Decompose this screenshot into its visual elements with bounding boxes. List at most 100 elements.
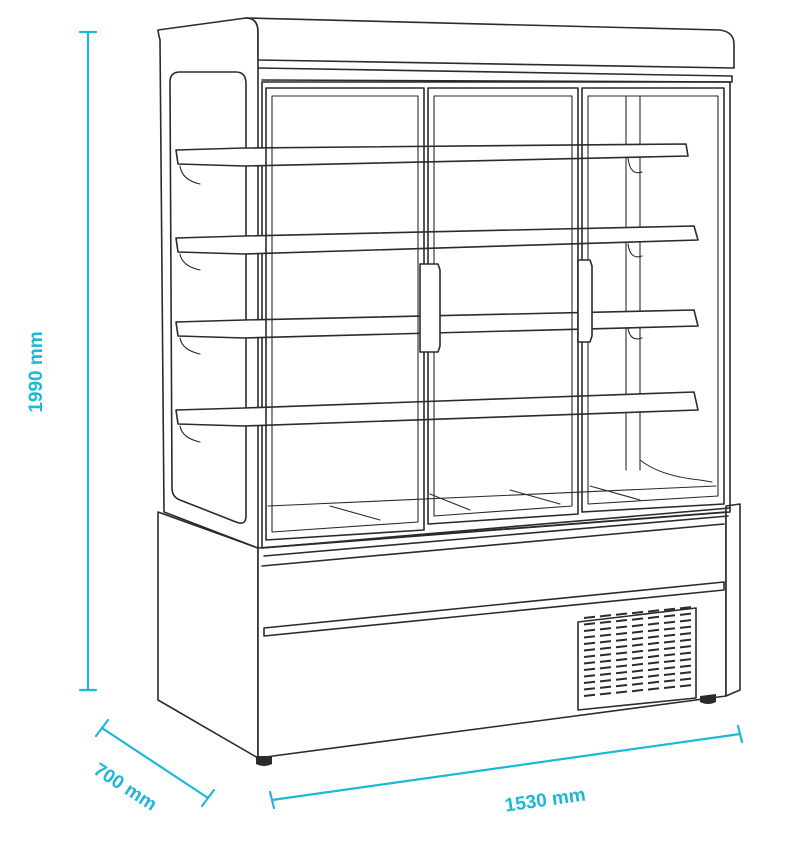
grille-slat xyxy=(679,606,692,610)
grille-slat xyxy=(631,610,644,615)
grille-slat xyxy=(599,685,612,689)
grille-slat xyxy=(599,653,612,657)
grille-slat xyxy=(679,632,692,636)
grille-slat xyxy=(615,658,628,662)
grille-slat xyxy=(583,661,596,665)
dimension-depth-label: 700 mm xyxy=(90,759,161,815)
grille-slat xyxy=(615,651,628,655)
grille-slat xyxy=(615,690,628,694)
grille-slat xyxy=(663,633,676,637)
grille-slat xyxy=(599,666,612,670)
grille-slat xyxy=(615,684,628,688)
ventilation-grille xyxy=(577,606,697,711)
base-front-panel xyxy=(257,511,727,759)
grille-slat xyxy=(615,645,628,649)
grille-slat xyxy=(663,672,676,676)
grille-slat xyxy=(647,635,660,639)
grille-slat xyxy=(679,671,692,675)
canopy-lower xyxy=(257,67,733,83)
grille-slat xyxy=(647,674,660,678)
grille-slat xyxy=(631,617,644,621)
grille-slat xyxy=(631,656,644,660)
grille-slat xyxy=(647,648,660,652)
grille-slat xyxy=(583,641,596,645)
grille-slat xyxy=(631,630,644,634)
grille-slat xyxy=(679,677,692,681)
grille-slat xyxy=(663,640,676,644)
grille-slat xyxy=(647,667,660,672)
grille-slat xyxy=(583,680,596,684)
grille-slat xyxy=(631,675,644,680)
grille-slat xyxy=(631,636,644,641)
interior-back-curve xyxy=(639,459,713,483)
grille-slat xyxy=(583,687,596,691)
grille-slat xyxy=(679,645,692,649)
grille-slat xyxy=(663,653,676,657)
grille-slat xyxy=(615,664,628,668)
base-upper-band xyxy=(261,523,725,567)
grille-slat xyxy=(663,679,676,683)
grille-slat xyxy=(599,672,612,676)
dimension-height-label: 1990 mm xyxy=(26,331,47,412)
dimension-height: 1990 mm xyxy=(26,30,98,692)
glass-doors xyxy=(265,87,725,541)
grille-slat xyxy=(599,627,612,631)
grille-slat xyxy=(615,619,628,623)
grille-slat xyxy=(647,661,660,665)
grille-slat xyxy=(679,658,692,662)
grille-slat xyxy=(631,669,644,673)
grille-slat xyxy=(647,615,660,620)
left-side-frame xyxy=(157,17,259,549)
grille-slat xyxy=(615,632,628,636)
grille-slat xyxy=(631,682,644,686)
grille-slat xyxy=(663,614,676,618)
grille-slat xyxy=(583,615,596,619)
foot-right xyxy=(700,694,716,704)
door-bottom-rail xyxy=(261,507,731,557)
base-right-edge xyxy=(725,503,741,697)
base-side-panel xyxy=(157,511,259,759)
grille-slat xyxy=(583,654,596,658)
grille-slat xyxy=(663,666,676,670)
grille-slat xyxy=(679,664,692,668)
grille-slat xyxy=(615,612,628,616)
grille-slat xyxy=(679,638,692,642)
dimension-depth: 700 mm xyxy=(90,718,216,815)
dimension-width-label: 1530 mm xyxy=(503,784,586,816)
grille-slat xyxy=(663,646,676,650)
grille-slat xyxy=(679,619,692,623)
grille-slat xyxy=(583,674,596,678)
grille-slat xyxy=(647,641,660,646)
front-frame xyxy=(261,81,731,549)
door-middle[interactable] xyxy=(427,87,579,525)
grille-slat xyxy=(663,607,676,611)
canopy-top xyxy=(245,17,735,69)
grille-slat xyxy=(631,688,644,693)
grille-slat xyxy=(631,623,644,628)
door-right[interactable] xyxy=(581,87,725,513)
grille-slat xyxy=(663,620,676,624)
grille-slat xyxy=(631,662,644,667)
grille-slat xyxy=(663,659,676,663)
grille-slat xyxy=(599,633,612,637)
grille-slat xyxy=(663,627,676,631)
grille-slat xyxy=(583,667,596,671)
grille-slat xyxy=(599,692,612,696)
cabinet xyxy=(157,17,741,766)
grille-slat xyxy=(647,609,660,613)
grille-slat xyxy=(631,643,644,647)
grille-slat xyxy=(647,654,660,659)
door-handle-right[interactable] xyxy=(577,259,593,343)
grille-slat xyxy=(583,628,596,632)
grille-slat xyxy=(615,671,628,675)
grille-slat xyxy=(615,625,628,629)
grille-slat xyxy=(583,635,596,639)
grille-slat xyxy=(679,684,692,688)
grille-slat xyxy=(615,677,628,681)
grille-slat xyxy=(583,648,596,652)
door-handle-left[interactable] xyxy=(419,263,441,353)
left-side-glass xyxy=(169,71,247,524)
base-drawer-top xyxy=(263,581,725,637)
grille-slat xyxy=(647,628,660,633)
door-left[interactable] xyxy=(265,87,425,541)
